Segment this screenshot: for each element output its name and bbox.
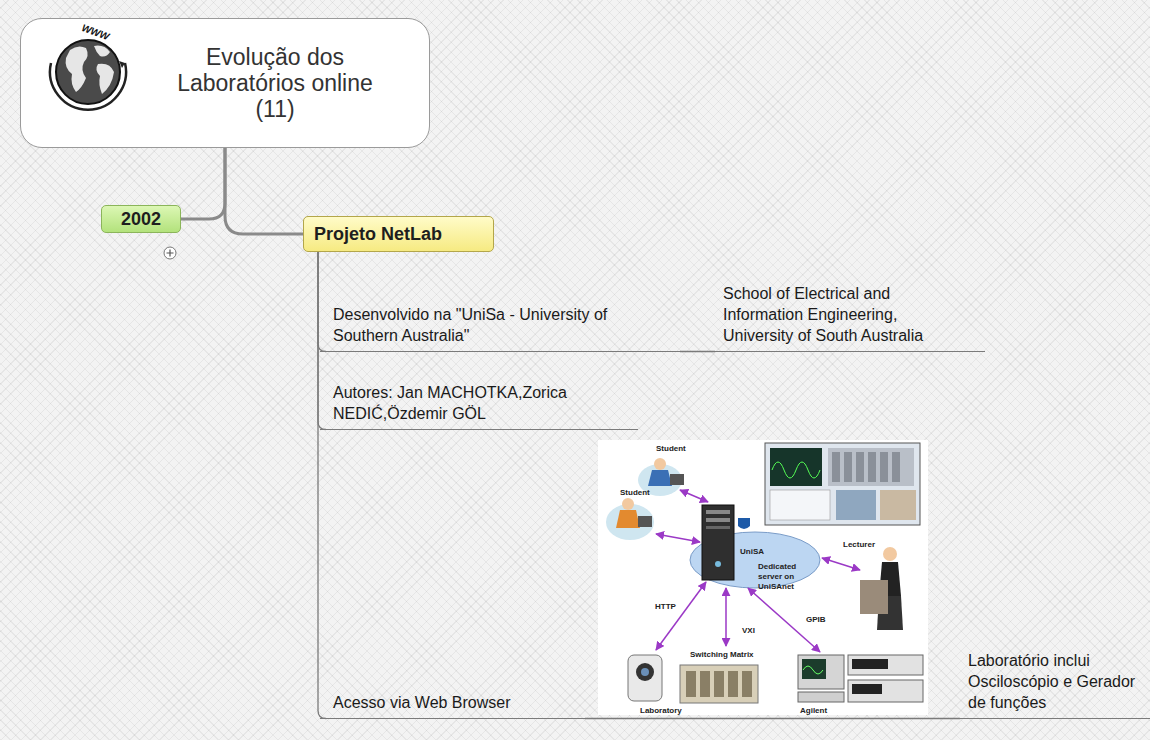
- figure-label: Student: [620, 488, 650, 498]
- subtopic: Laboratório inclui Osciloscópio e Gerado…: [960, 650, 1150, 719]
- branch-line: [680, 351, 715, 352]
- server-label: Dedicated server on UniSAnet: [758, 562, 818, 592]
- topic-text: Desenvolvido na "UniSa - University of S…: [333, 304, 676, 346]
- topic-text: Projeto NetLab: [314, 223, 483, 245]
- figure-label: Switching Matrix: [690, 650, 754, 660]
- topic-text: Evolução dos Laboratórios online (11): [160, 44, 390, 122]
- subtopic: Desenvolvido na "UniSa - University of S…: [320, 304, 680, 352]
- branch-line: [225, 148, 303, 234]
- figure-label: Laboratory: [640, 706, 682, 716]
- branch-line: [585, 718, 960, 719]
- year-topic: 2002: [101, 205, 181, 233]
- subtopic: Autores: Jan MACHOTKA,Zorica NEDIĆ,Özdem…: [320, 382, 638, 430]
- protocol-label: VXI: [742, 626, 755, 636]
- topic-text: Acesso via Web Browser: [333, 692, 581, 713]
- figure-label: Student: [656, 444, 686, 454]
- globe-icon: [0, 0, 160, 150]
- protocol-label: HTTP: [655, 602, 676, 612]
- protocol-label: GPIB: [806, 615, 826, 625]
- main-topic: Projeto NetLab: [303, 216, 494, 252]
- expand-toggle: [160, 243, 180, 263]
- subtopic: Acesso via Web Browser: [320, 692, 585, 719]
- topic-text: School of Electrical and Information Eng…: [723, 283, 971, 346]
- topic-text: 2002: [102, 208, 180, 230]
- figure-label: Lecturer: [843, 540, 875, 550]
- topic-text: Laboratório inclui Osciloscópio e Gerado…: [968, 650, 1136, 713]
- logo-label: UniSA: [740, 547, 764, 557]
- branch-line: [181, 148, 225, 219]
- topic-text: Autores: Jan MACHOTKA,Zorica NEDIĆ,Özdem…: [333, 382, 634, 424]
- figure-label: Agilent: [800, 706, 827, 716]
- subtopic: School of Electrical and Information Eng…: [715, 283, 985, 352]
